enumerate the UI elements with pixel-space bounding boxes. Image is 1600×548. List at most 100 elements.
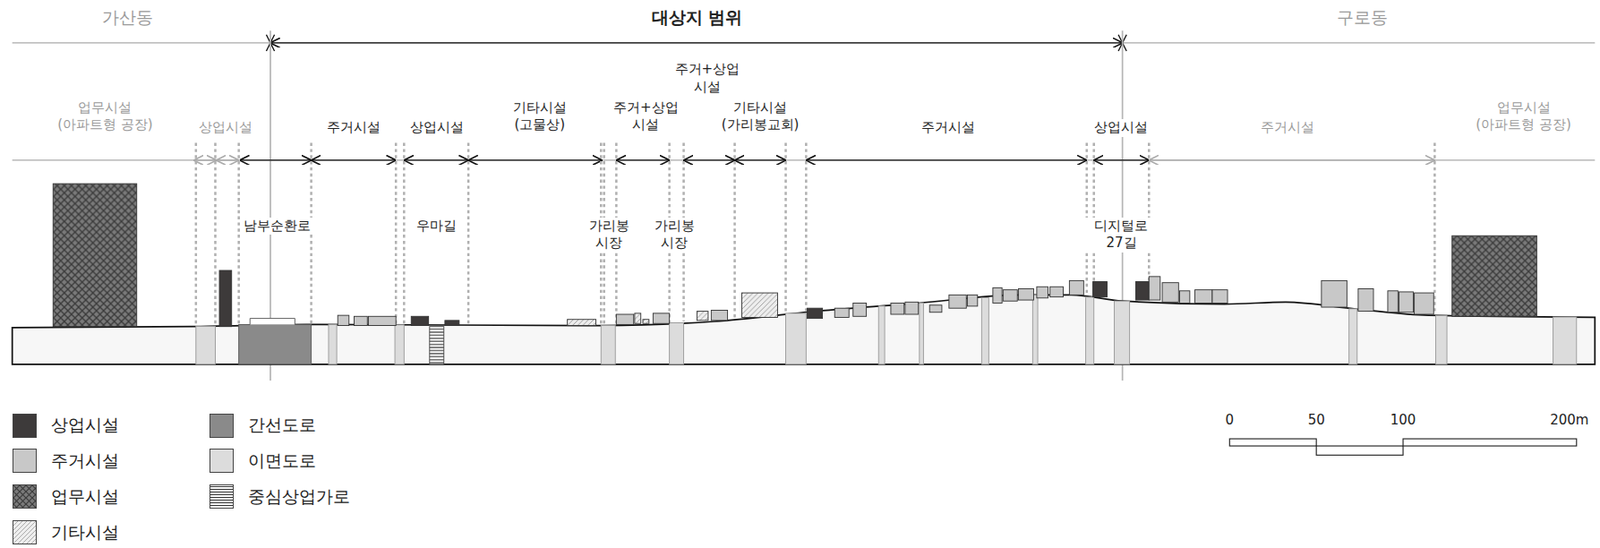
street-label: 디지털로 27길 <box>1082 217 1160 253</box>
legend-swatch <box>209 413 234 438</box>
boundary-dotted <box>1433 143 1437 316</box>
legend-item: 주거시설 <box>12 448 120 473</box>
boundary-dotted <box>733 143 736 319</box>
residential-building <box>337 315 350 326</box>
boundary-dotted <box>804 143 808 312</box>
main-commercial-street <box>429 326 445 365</box>
legend-pattern <box>210 485 233 508</box>
residential-building <box>652 313 669 324</box>
land-use-label: 주거시설 <box>325 119 383 137</box>
legend-item: 간선도로 <box>209 413 317 438</box>
dimension-arrow <box>735 159 786 161</box>
residential-building <box>929 305 942 313</box>
dimension-arrow <box>240 159 310 161</box>
residential-building <box>1002 290 1018 302</box>
land-use-label: 주거시설 <box>1258 119 1317 137</box>
street-label: 가리봉 시장 <box>646 217 703 253</box>
residential-building <box>710 309 728 320</box>
residential-building <box>353 316 368 326</box>
commercial-building <box>410 316 428 326</box>
other-building <box>742 292 779 317</box>
local-road <box>919 302 925 365</box>
boundary-dotted <box>213 143 217 326</box>
other-building <box>642 319 650 325</box>
legend-item: 상업시설 <box>12 413 120 438</box>
local-road <box>1086 297 1095 365</box>
residential-building <box>890 302 905 315</box>
legend-item: 중심상업가로 <box>209 484 351 509</box>
other-building <box>567 319 597 326</box>
local-road <box>1349 308 1358 365</box>
legend-text: 간선도로 <box>248 413 317 437</box>
land-use-label: 업무시설 (아파트형 공장) <box>47 99 163 135</box>
scale-number: 100 <box>1388 411 1419 430</box>
commercial-building <box>806 308 822 318</box>
legend-text: 상업시설 <box>51 413 120 437</box>
ground <box>12 294 1596 364</box>
land-use-label: 기타시설 (고물상) <box>501 99 579 135</box>
scale-bar <box>1316 445 1404 455</box>
residential-building <box>966 294 977 307</box>
legend-pattern <box>13 521 36 544</box>
legend-swatch <box>12 520 37 545</box>
land-use-label: 상업시설 <box>408 119 466 137</box>
boundary-dotted <box>195 143 198 326</box>
residential-building <box>1321 280 1347 308</box>
residential-building <box>834 308 849 317</box>
residential-building <box>1069 280 1084 295</box>
local-road <box>1553 316 1577 365</box>
local-road <box>196 325 216 364</box>
legend-swatch <box>12 448 37 473</box>
scale-number: 50 <box>1306 411 1327 430</box>
area-label: 가산동 <box>100 6 155 29</box>
range-arrow <box>271 42 1121 43</box>
legend-item: 이면도로 <box>209 448 317 473</box>
legend-swatch <box>209 484 234 509</box>
scale-number: 0 <box>1223 411 1237 430</box>
local-road <box>786 313 807 365</box>
street-label: 가리봉 시장 <box>581 217 638 253</box>
scale-bar <box>1229 438 1317 446</box>
land-use-label: 주거시설 <box>919 119 977 137</box>
land-use-label: 주거+상업 시설 <box>664 60 750 96</box>
legend-pattern-fill <box>210 485 233 508</box>
legend-pattern <box>13 485 36 508</box>
dimension-arrow <box>469 159 601 161</box>
legend-swatch <box>209 448 234 473</box>
local-road <box>981 298 989 365</box>
land-use-label: 주거+상업 시설 <box>603 99 689 135</box>
local-road <box>600 325 616 365</box>
other-building <box>634 313 642 324</box>
commercial-building <box>444 320 460 326</box>
land-use-label: 기타시설 (가리봉교회) <box>707 99 813 135</box>
boundary-dotted <box>784 143 788 314</box>
dimension-arrow <box>806 159 1086 161</box>
residential-building <box>1212 290 1228 304</box>
area-label: 대상지 범위 <box>650 6 745 29</box>
dimension-arrow <box>1095 159 1148 161</box>
residential-building <box>1398 291 1413 313</box>
local-road <box>1436 315 1448 365</box>
legend-pattern-fill <box>13 521 36 544</box>
area-label: 구로동 <box>1334 6 1390 29</box>
street-label: 우마길 <box>414 217 459 236</box>
legend-text: 중심상업가로 <box>248 485 351 509</box>
residential-building <box>1162 282 1179 303</box>
boundary-dotted <box>467 143 471 325</box>
boundary-dotted <box>237 143 240 326</box>
legend-swatch <box>12 413 37 438</box>
local-road <box>328 325 337 365</box>
dimension-arrow <box>404 159 468 161</box>
boundary-dotted <box>394 143 398 325</box>
residential-building <box>1018 289 1034 301</box>
legend-text: 주거시설 <box>51 449 120 473</box>
dimension-arrow <box>684 159 735 161</box>
residential-building <box>1387 290 1398 313</box>
range-line <box>12 42 1596 43</box>
office-building <box>52 183 137 327</box>
local-road <box>878 306 885 365</box>
residential-building <box>853 302 867 317</box>
dimension-arrow <box>616 159 668 161</box>
local-road <box>394 325 404 365</box>
residential-building <box>905 301 919 315</box>
